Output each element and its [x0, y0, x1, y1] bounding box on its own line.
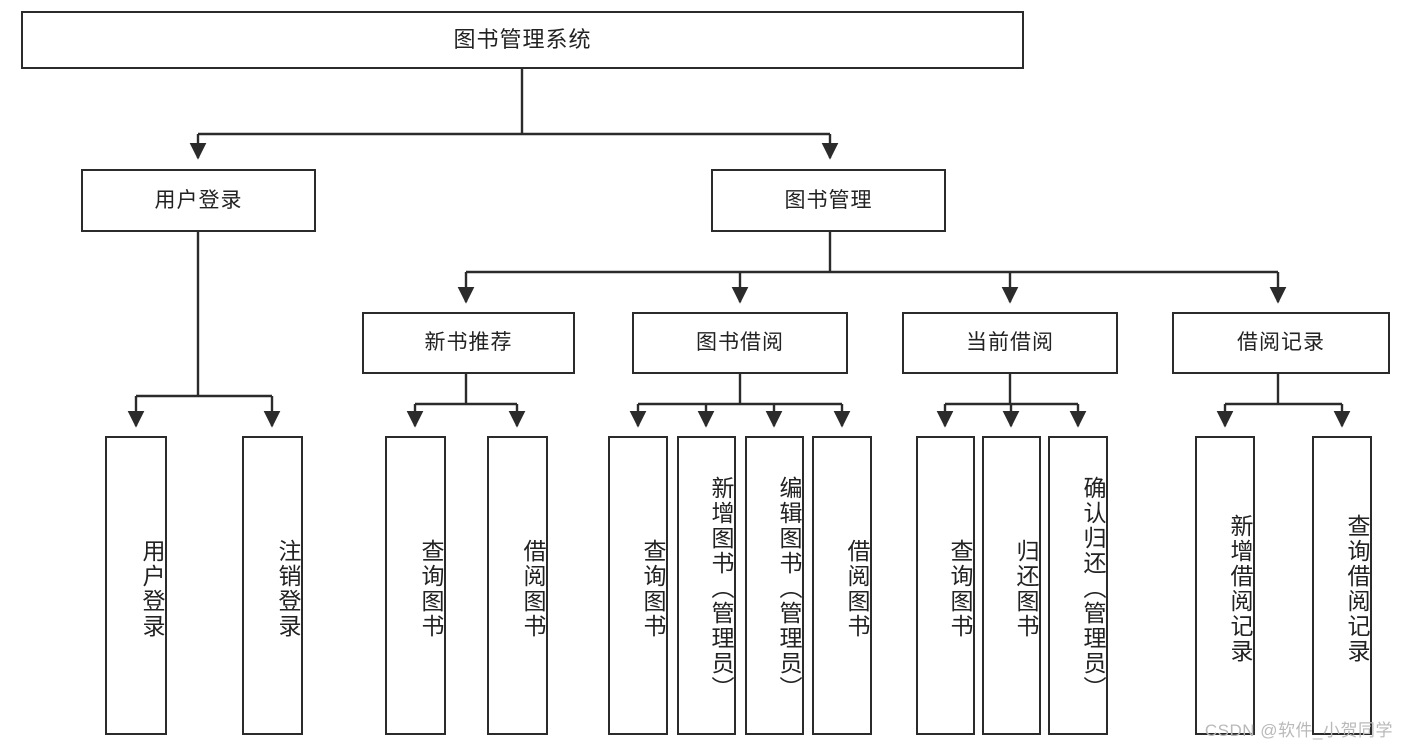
node-label: 新增图书（管理员） — [708, 476, 734, 701]
node-leaf-return-book[interactable]: 归还图书 — [982, 436, 1041, 735]
node-leaf-query-book-3[interactable]: 查询图书 — [916, 436, 975, 735]
node-leaf-edit-book[interactable]: 编辑图书（管理员） — [745, 436, 804, 735]
node-leaf-query-book-1[interactable]: 查询图书 — [385, 436, 446, 735]
node-leaf-query-book-2[interactable]: 查询图书 — [608, 436, 668, 735]
node-label: 用户登录 — [139, 538, 165, 639]
node-label: 编辑图书（管理员） — [776, 476, 802, 701]
node-new-book-recommend[interactable]: 新书推荐 — [362, 312, 575, 374]
node-label: 查询图书 — [640, 538, 666, 639]
node-borrow-record[interactable]: 借阅记录 — [1172, 312, 1390, 374]
node-leaf-query-record[interactable]: 查询借阅记录 — [1312, 436, 1372, 735]
node-leaf-logout-login[interactable]: 注销登录 — [242, 436, 303, 735]
node-book-borrow[interactable]: 图书借阅 — [632, 312, 848, 374]
node-leaf-add-record[interactable]: 新增借阅记录 — [1195, 436, 1255, 735]
node-label: 查询图书 — [418, 538, 444, 639]
node-label: 查询借阅记录 — [1344, 513, 1370, 664]
node-label: 归还图书 — [1013, 538, 1039, 639]
node-leaf-borrow-book-2[interactable]: 借阅图书 — [812, 436, 872, 735]
node-label: 查询图书 — [947, 538, 973, 639]
node-book-manage[interactable]: 图书管理 — [711, 169, 946, 232]
node-label: 注销登录 — [275, 538, 301, 639]
node-root[interactable]: 图书管理系统 — [21, 11, 1024, 69]
node-leaf-confirm-return[interactable]: 确认归还（管理员） — [1048, 436, 1108, 735]
node-leaf-borrow-book-1[interactable]: 借阅图书 — [487, 436, 548, 735]
node-label: 借阅图书 — [520, 538, 546, 639]
node-leaf-user-login[interactable]: 用户登录 — [105, 436, 167, 735]
node-current-borrow[interactable]: 当前借阅 — [902, 312, 1118, 374]
node-label: 新增借阅记录 — [1227, 513, 1253, 664]
node-label: 确认归还（管理员） — [1080, 476, 1106, 701]
node-label: 借阅图书 — [844, 538, 870, 639]
node-leaf-add-book[interactable]: 新增图书（管理员） — [677, 436, 736, 735]
node-user-login[interactable]: 用户登录 — [81, 169, 316, 232]
